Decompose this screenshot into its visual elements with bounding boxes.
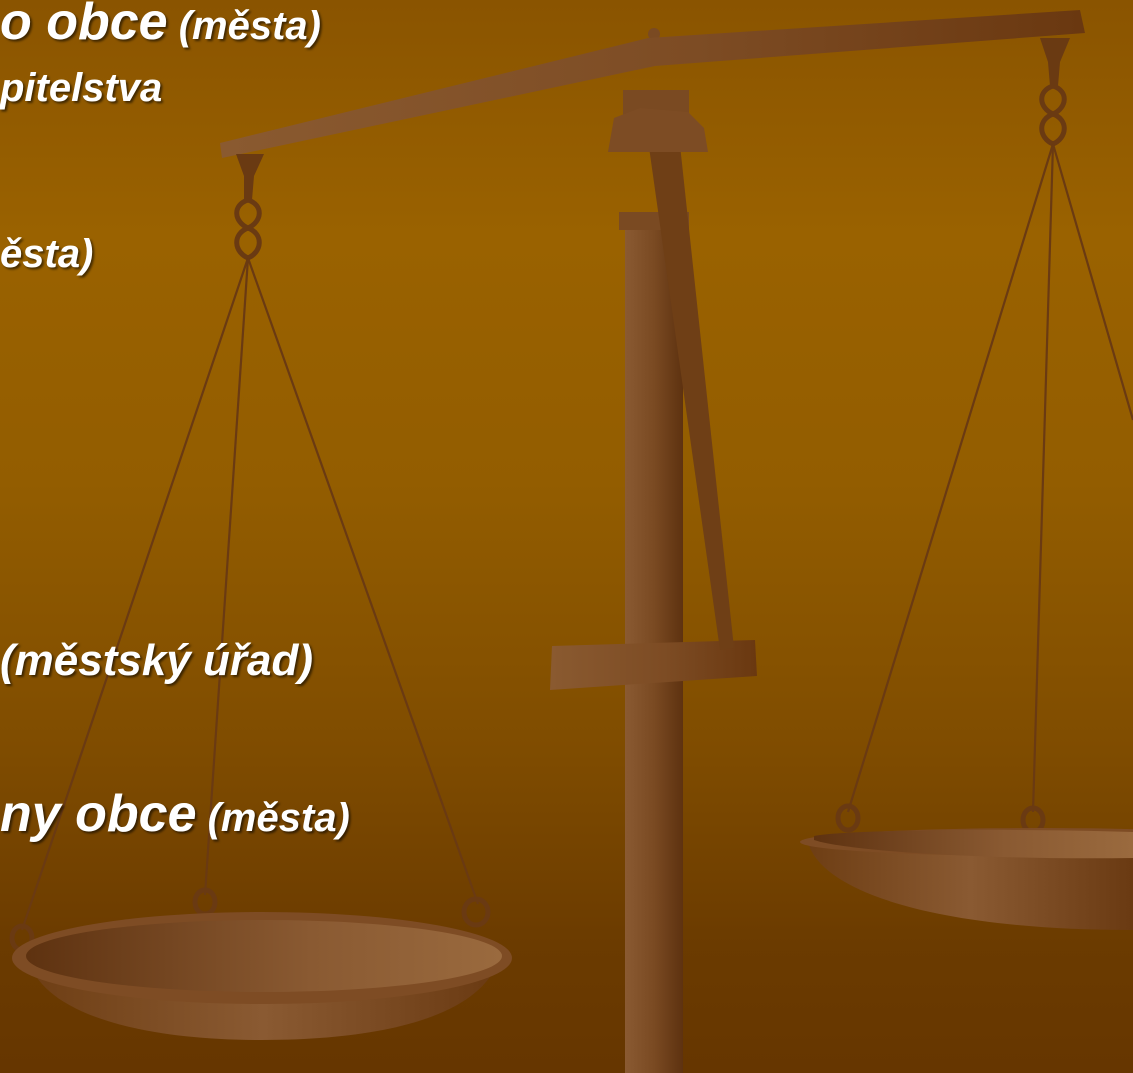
slide-line-3-main: ěsta) [0, 232, 94, 276]
scale-pointer [648, 140, 734, 650]
left-hanger [236, 154, 264, 200]
left-strings [20, 257, 480, 931]
left-pan-top [26, 920, 502, 992]
slide-line-5-suffix: (města) [196, 796, 350, 840]
slide-line-3: ěsta) [0, 232, 93, 277]
slide-line-5-main: ny obce [0, 785, 197, 843]
slide-line-1: o obce (města) [0, 0, 321, 52]
slide-line-2-main: pitelstva [0, 66, 163, 110]
scale-beam [220, 10, 1085, 158]
right-strings [846, 143, 1133, 813]
right-links [1039, 83, 1067, 147]
slide-line-2: pitelstva [0, 66, 162, 111]
pivot-cap [608, 108, 708, 152]
right-hanger [1040, 38, 1070, 86]
slide-line-1-main: o obce [0, 0, 168, 51]
slide-line-4: (městský úřad) [0, 636, 313, 686]
slide-line-5: ny obce (města) [0, 784, 350, 844]
left-links [234, 197, 262, 261]
right-pan-bowl [808, 842, 1133, 930]
slide-line-4-main: (městský úřad) [0, 636, 314, 685]
scale-base-bar [550, 640, 757, 690]
pivot-knob [648, 28, 660, 40]
right-pan-top [814, 829, 1133, 859]
slide-line-1-suffix: (města) [167, 4, 321, 48]
